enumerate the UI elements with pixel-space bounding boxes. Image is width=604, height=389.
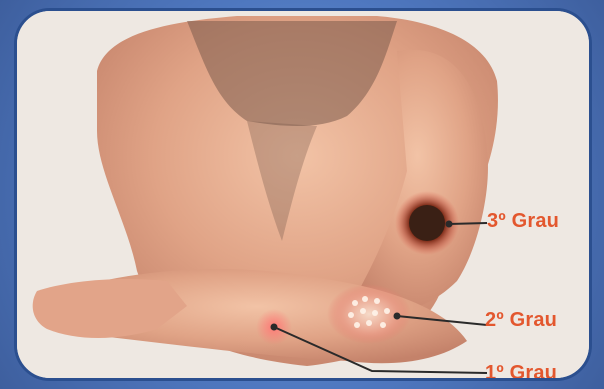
second-degree-label: 2º Grau xyxy=(485,309,557,332)
first-degree-label: 1º Grau xyxy=(485,362,557,381)
third-degree-label: 3º Grau xyxy=(487,210,559,233)
illustration-frame: 3º Grau 2º Grau 1º Grau xyxy=(14,8,592,381)
